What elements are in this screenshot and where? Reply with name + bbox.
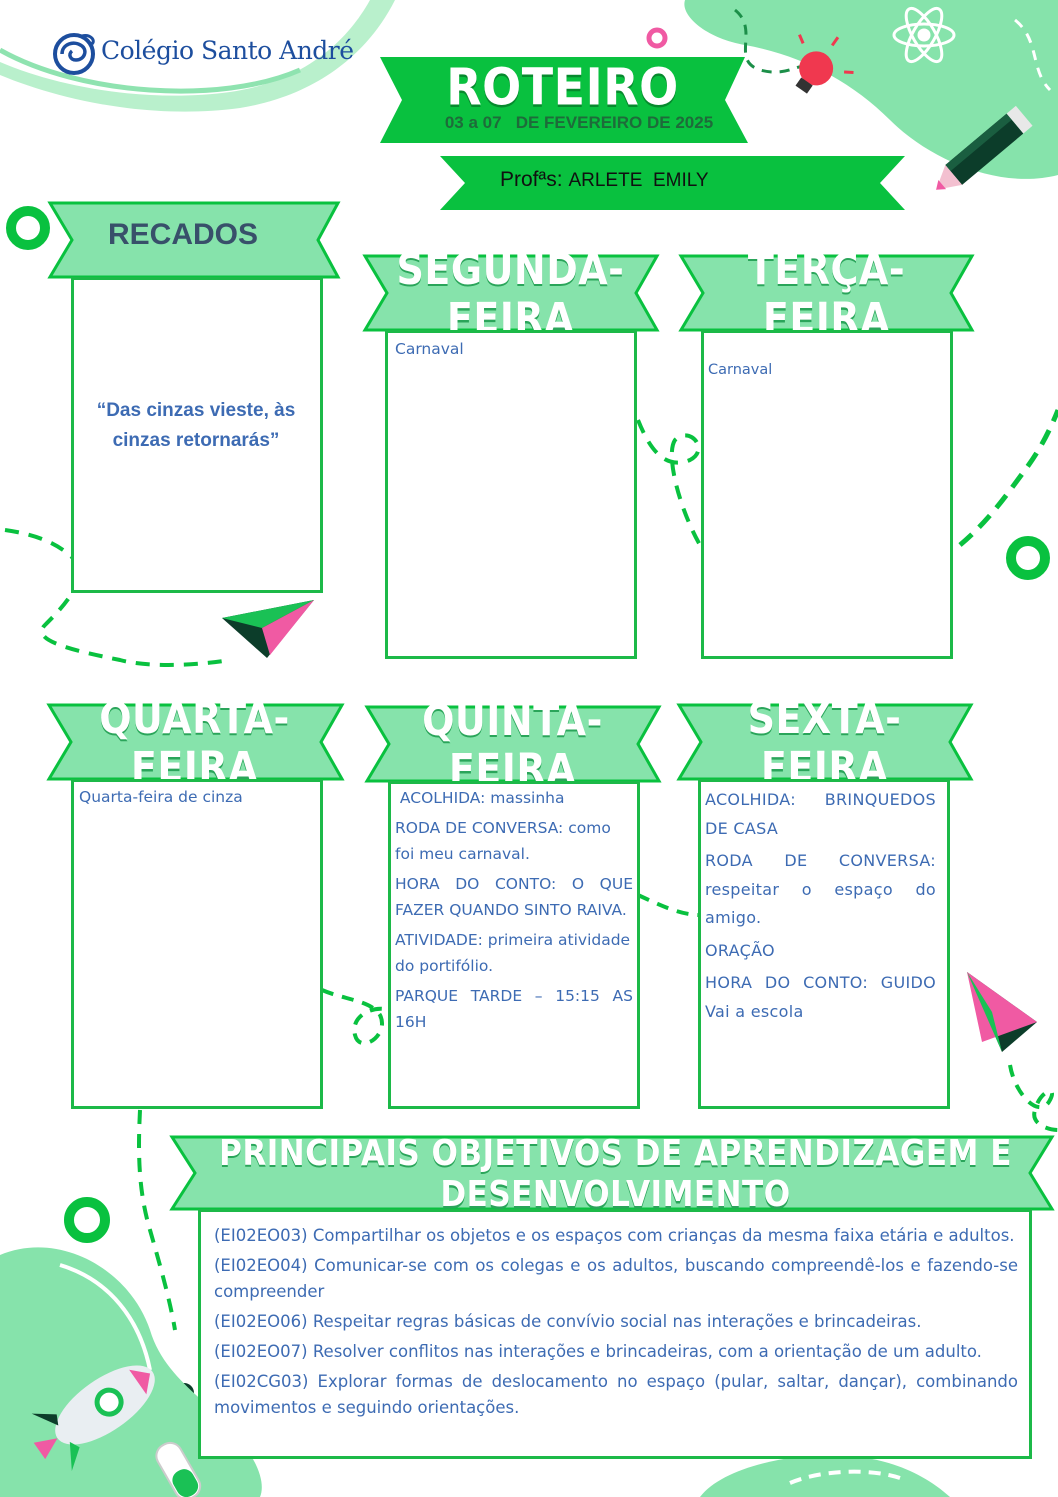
friday-item-conversation: RODA DE CONVERSA: respeitar o espaço do … — [705, 851, 936, 927]
friday-item-welcome: ACOLHIDA: BRINQUEDOS DE CASA — [705, 790, 936, 838]
recados-box — [71, 277, 323, 593]
tuesday-box — [701, 330, 953, 659]
objectives-list: (EI02EO03) Compartilhar os objetos e os … — [214, 1223, 1018, 1425]
recados-message: “Das cinzas vieste, às cinzas retornarás… — [96, 400, 296, 451]
friday-item-prayer: ORAÇÃO — [705, 940, 775, 960]
paper-plane-icon-right — [967, 972, 1037, 1052]
pink-ring — [646, 27, 668, 49]
logo-swirl-icon — [53, 33, 95, 75]
date-range: 03 a 07 DE FEVEREIRO DE 2025 — [444, 113, 714, 132]
dashed-curve-right-top — [1014, 18, 1052, 92]
thursday-item-conversation: RODA DE CONVERSA: como foi meu carnaval. — [395, 819, 611, 863]
teachers-names: ARLETE EMILY — [568, 170, 709, 191]
dashed-connector-6 — [1008, 1064, 1058, 1132]
friday-banner-shape — [676, 703, 974, 781]
recados-banner-shape — [47, 201, 341, 279]
wednesday-box — [71, 779, 323, 1109]
dashed-connector-4 — [321, 988, 389, 1046]
thursday-item-park: PARQUE TARDE – 15:15 AS 16H — [395, 987, 633, 1031]
bottom-right-dash — [789, 1469, 901, 1485]
tuesday-item: Carnaval — [708, 362, 773, 378]
monday-title: SEGUNDA-FEIRA — [396, 244, 625, 344]
monday-banner-shape — [362, 254, 660, 332]
top-left-arc — [0, 47, 302, 94]
objective-item: (EI02EO04) Comunicar-se com os colegas e… — [214, 1256, 1018, 1301]
pencil-icon — [936, 105, 1033, 190]
atom-icon — [892, 6, 956, 64]
friday-box — [698, 779, 950, 1109]
bottom-left-arc — [59, 1263, 152, 1371]
dashed-connector-5 — [637, 893, 701, 917]
objectives-banner-shape — [169, 1135, 1055, 1211]
school-name: Colégio Santo André — [101, 36, 354, 65]
thursday-item-story: HORA DO CONTO: O QUE FAZER QUANDO SINTO … — [395, 875, 633, 919]
top-left-blob-inner — [0, 0, 370, 96]
objectives-title: PRINCIPAIS OBJETIVOS DE APRENDIZAGEM E D… — [219, 1132, 1012, 1216]
monday-item: Carnaval — [395, 340, 464, 358]
thursday-banner-shape — [364, 705, 662, 783]
friday-list: ACOLHIDA: BRINQUEDOS DE CASA RODA DE CON… — [705, 786, 936, 1030]
wednesday-banner-shape — [46, 703, 345, 781]
monday-box — [385, 330, 637, 659]
green-ring-right — [1006, 536, 1050, 580]
friday-item-story: HORA DO CONTO: GUIDO Vai a escola — [705, 973, 936, 1021]
friday-title: SEXTA-FEIRA — [747, 693, 902, 793]
teachers-banner-shape — [440, 156, 905, 210]
dashed-curve-top — [733, 8, 807, 74]
top-right-blob — [684, 0, 1058, 179]
teachers-label: Profªs: — [500, 168, 563, 191]
thursday-item-activity: ATIVIDADE: primeira atividade do portifó… — [395, 931, 631, 975]
thursday-box — [388, 781, 640, 1109]
teachers-line: Profªs: ARLETE EMILY — [500, 168, 709, 192]
light-bulb-icon — [795, 34, 854, 94]
thursday-item-welcome: ACOLHIDA: massinha — [395, 789, 565, 807]
tuesday-title: TERÇA-FEIRA — [747, 244, 906, 344]
dashed-connector-1 — [4, 528, 231, 667]
roteiro-banner-shape — [380, 57, 748, 143]
dashed-connector-7 — [137, 1109, 177, 1331]
wednesday-item: Quarta-feira de cinza — [79, 788, 243, 806]
rocket-icon — [31, 1365, 155, 1471]
thursday-list: ACOLHIDA: massinha RODA DE CONVERSA: com… — [395, 785, 633, 1039]
objective-item: (EI02EO03) Compartilhar os objetos e os … — [214, 1226, 1015, 1245]
dashed-connector-3 — [958, 409, 1058, 547]
green-ring-left — [6, 206, 50, 250]
objective-item: (EI02CG03) Explorar formas de deslocamen… — [214, 1372, 1018, 1417]
bottom-right-blob — [700, 1455, 950, 1497]
objective-item: (EI02EO07) Resolver conflitos nas intera… — [214, 1342, 982, 1361]
objective-item: (EI02EO06) Respeitar regras básicas de c… — [214, 1312, 922, 1331]
page-title: ROTEIRO — [446, 57, 679, 117]
paper-plane-icon — [222, 600, 314, 658]
thursday-title: QUINTA-FEIRA — [422, 695, 603, 795]
tuesday-banner-shape — [678, 254, 975, 332]
wednesday-title: QUARTA-FEIRA — [99, 693, 290, 793]
objectives-box — [198, 1209, 1032, 1459]
green-ring-bottom-left — [64, 1197, 110, 1243]
dashed-connector-2 — [636, 419, 702, 546]
recados-title: RECADOS — [108, 218, 259, 251]
